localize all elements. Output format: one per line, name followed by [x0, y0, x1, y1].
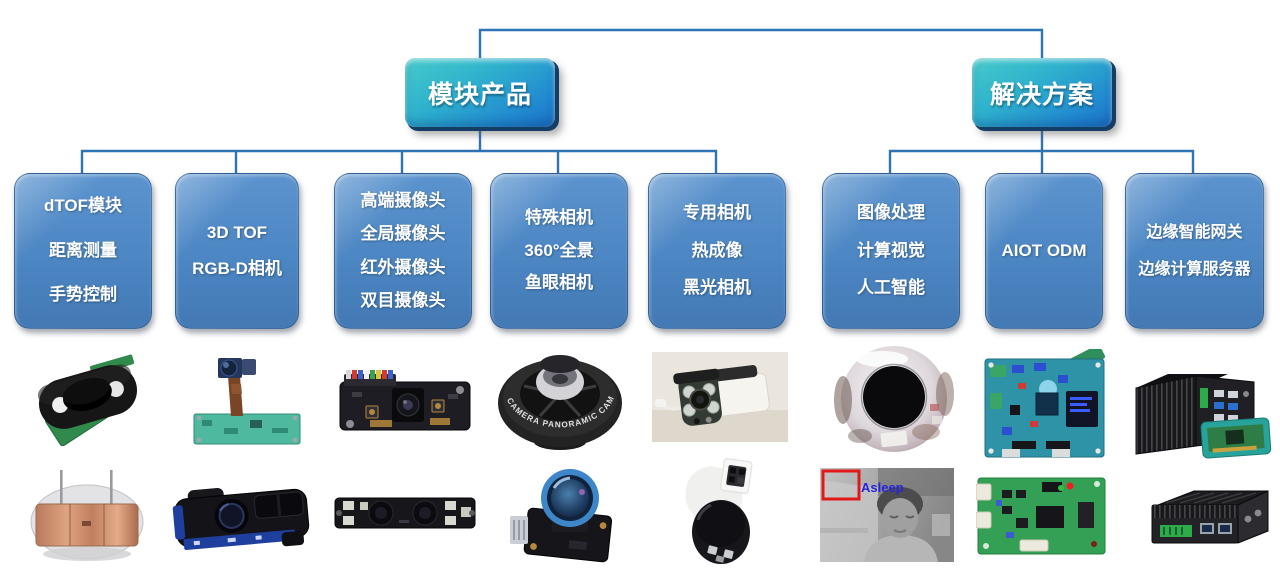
category-box-dtof: dTOF模块距离测量手势控制	[14, 173, 152, 329]
photo-fanless-box-pc	[1144, 485, 1274, 552]
photo-coil-distance-sensor	[24, 464, 150, 564]
category-line: 计算视觉	[857, 240, 925, 260]
photo-stereo-camera-bar	[333, 494, 477, 532]
category-line: 边缘计算服务器	[1138, 261, 1251, 278]
box-pc-image	[1151, 490, 1269, 544]
asleep-detection-image: Asleep	[820, 468, 954, 562]
category-line: 360°全景	[524, 240, 594, 260]
header-node-module-products: 模块产品	[405, 58, 555, 127]
photo-embedded-camera-board	[336, 366, 474, 438]
tof-camera-image	[172, 488, 310, 550]
category-box-edge-computing: 边缘智能网关边缘计算服务器	[1125, 173, 1264, 329]
mirror-dome-image	[834, 346, 954, 452]
category-box-aiot-odm: AIOT ODM	[985, 173, 1103, 329]
category-line: 特殊相机	[525, 208, 593, 228]
category-line: 手势控制	[49, 285, 117, 305]
photo-edge-ai-server	[1126, 362, 1276, 460]
bullet-camera-image	[652, 352, 788, 442]
photo-control-pcb-board	[976, 476, 1107, 556]
category-line: 专用相机	[683, 203, 751, 223]
dtof-module-image	[37, 354, 138, 446]
photo-driver-monitoring-ir: Asleep	[820, 468, 954, 562]
category-box-3d-tof: 3D TOF RGB-D相机	[175, 173, 299, 329]
photo-mirror-dome-lens	[826, 344, 962, 454]
stereo-bar-image	[334, 497, 476, 529]
photo-aiot-dev-board	[982, 349, 1107, 461]
photo-dtof-module-board	[32, 348, 144, 446]
header-label: 模块产品	[427, 80, 532, 109]
category-line: 鱼眼相机	[525, 273, 593, 293]
category-line: 热成像	[691, 240, 743, 260]
connector-right-group	[888, 127, 1195, 174]
category-line: 3D TOF	[206, 222, 268, 242]
panoramic-camera-image: CAMERA PANORAMIC CAMERA PANORAMIC	[494, 346, 622, 450]
category-line: 图像处理	[857, 203, 925, 223]
category-line: 全局摄像头	[360, 224, 446, 244]
connector-top-bracket	[478, 28, 1044, 59]
photo-3d-tof-camera	[168, 482, 316, 559]
header-node-solutions: 解决方案	[972, 58, 1112, 127]
green-pcb-image	[976, 477, 1106, 555]
camera-flex-module-image	[193, 358, 301, 445]
category-box-dedicated-cameras: 专用相机热成像黑光相机	[648, 173, 786, 329]
category-line: 红外摄像头	[360, 257, 446, 277]
category-line: 双目摄像头	[360, 290, 446, 310]
photo-fisheye-lens-module	[508, 462, 618, 565]
photo-panoramic-dome-camera: CAMERA PANORAMIC CAMERA PANORAMIC	[494, 346, 626, 453]
connector-left-group	[80, 127, 718, 174]
fisheye-module-image	[510, 469, 613, 563]
header-label: 解决方案	[989, 80, 1094, 109]
category-line: RGB-D相机	[192, 259, 282, 278]
aiot-board-image	[984, 349, 1106, 458]
edge-server-image	[1135, 374, 1272, 459]
ptz-camera-image	[685, 458, 753, 564]
category-box-ai-vision: 图像处理计算视觉人工智能	[822, 173, 960, 329]
category-line: 边缘智能网关	[1146, 223, 1243, 241]
photo-camera-flex-module	[188, 350, 306, 453]
category-line: AIOT ODM	[1001, 240, 1087, 260]
camera-board-image	[339, 370, 471, 431]
photo-ptz-dome-camera	[680, 456, 760, 566]
category-line: 人工智能	[857, 278, 925, 298]
category-line: 高端摄像头	[360, 190, 446, 210]
photo-bullet-surveillance-camera	[652, 352, 788, 442]
coil-sensor-image	[30, 470, 144, 561]
category-line: 黑光相机	[683, 278, 751, 298]
category-line: dTOF模块	[43, 196, 123, 216]
category-line: 距离测量	[49, 240, 117, 260]
asleep-label: Asleep	[861, 480, 904, 495]
category-box-special-cameras: 特殊相机 360°全景鱼眼相机	[490, 173, 628, 329]
category-box-cameras: 高端摄像头全局摄像头红外摄像头双目摄像头	[334, 173, 472, 329]
